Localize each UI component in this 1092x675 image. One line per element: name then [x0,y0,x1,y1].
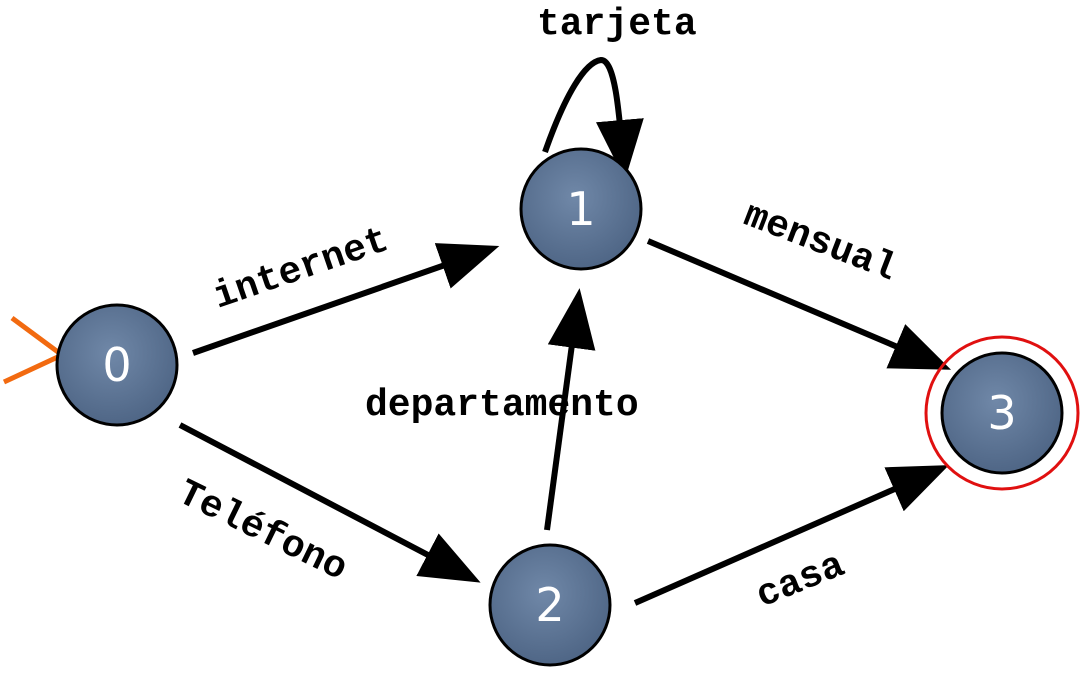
state-1: 1 [519,147,643,271]
edge-label-departamento: departamento [365,384,639,427]
edge-1-3-mensual [646,238,952,370]
state-3-final: 3 [924,335,1080,491]
state-0-label: 0 [102,338,131,392]
edge-label-telefono: Teléfono [171,472,354,591]
edge-label-internet: internet [208,219,394,319]
edge-1-1-tarjeta-loop [542,56,644,180]
edge-0-1-internet [192,243,500,356]
state-3-label: 3 [987,386,1016,440]
edge-2-3-casa [633,465,949,606]
edge-2-1-departamento [544,288,596,531]
final-state-ring [924,335,1080,491]
state-2: 2 [488,543,612,667]
edge-label-tarjeta: tarjeta [537,3,697,46]
state-0: 0 [55,303,179,427]
edge-label-casa: casa [750,544,851,618]
edge-0-2-telefono [178,422,481,583]
state-2-label: 2 [535,578,564,632]
start-state-marker [2,315,67,385]
edge-label-mensual: mensual [738,194,902,291]
state-1-label: 1 [566,182,595,236]
